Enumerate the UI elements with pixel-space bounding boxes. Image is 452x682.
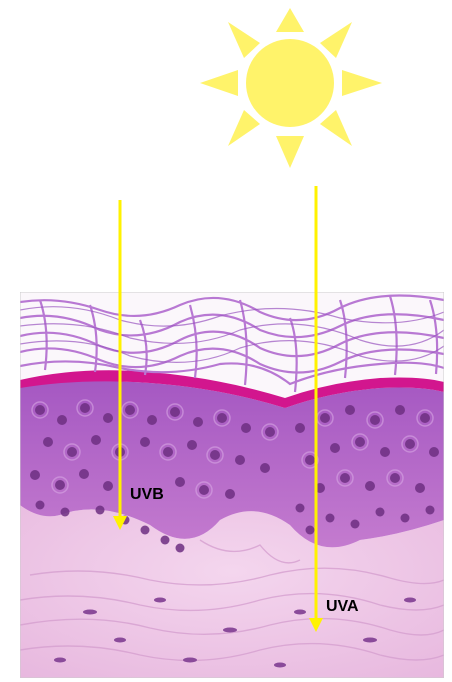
uva-label: UVA [326, 599, 359, 615]
uvb-label: UVB [130, 487, 164, 503]
skin-histology-image [20, 292, 444, 678]
sun-icon [200, 8, 382, 168]
